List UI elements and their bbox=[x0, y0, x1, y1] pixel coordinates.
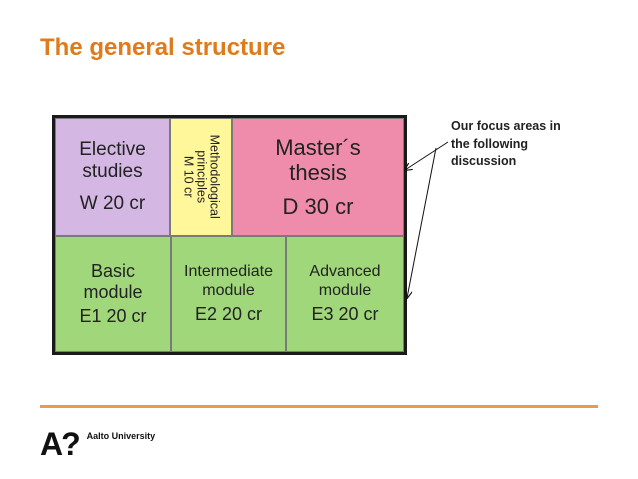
intermediate-module-block: Intermediate module E2 20 cr bbox=[171, 236, 286, 352]
advanced-label-line-2: module bbox=[318, 281, 372, 299]
intermediate-credits: E2 20 cr bbox=[194, 304, 263, 325]
arrow-to-advanced-module bbox=[407, 147, 437, 298]
aalto-logo-mark: A? bbox=[40, 426, 81, 462]
methodological-label-line-1: Methodological bbox=[207, 134, 222, 220]
advanced-credits: E3 20 cr bbox=[311, 304, 379, 325]
slide-title: The general structure bbox=[40, 34, 286, 61]
degree-structure-diagram: Elective studies W 20 cr Methodological … bbox=[52, 115, 407, 355]
aalto-logo: A? Aalto University bbox=[40, 428, 155, 460]
annotation-line-3: discussion bbox=[451, 154, 517, 168]
annotation-line-1: Our focus areas in bbox=[451, 119, 561, 133]
university-name: Aalto University bbox=[86, 431, 156, 441]
advanced-label-line-1: Advanced bbox=[309, 263, 381, 281]
focus-areas-annotation: Our focus areas in the following discuss… bbox=[451, 118, 601, 171]
thesis-label-line-2: thesis bbox=[289, 160, 347, 186]
footer-divider bbox=[40, 405, 598, 408]
thesis-credits: D 30 cr bbox=[282, 193, 354, 219]
elective-label-line-2: studies bbox=[82, 161, 143, 183]
arrow-to-thesis bbox=[405, 141, 449, 170]
intermediate-label-line-2: module bbox=[202, 281, 255, 299]
basic-credits: E1 20 cr bbox=[79, 306, 147, 327]
methodological-rotated-text: Methodological principles M 10 cr bbox=[181, 134, 222, 220]
basic-module-block: Basic module E1 20 cr bbox=[55, 236, 171, 352]
annotation-line-2: the following bbox=[451, 136, 529, 151]
masters-thesis-block: Master´s thesis D 30 cr bbox=[232, 118, 404, 236]
elective-credits: W 20 cr bbox=[79, 192, 146, 214]
elective-studies-block: Elective studies W 20 cr bbox=[55, 118, 170, 236]
elective-label-line-1: Elective bbox=[79, 139, 146, 161]
basic-label-line-2: module bbox=[83, 281, 143, 302]
methodological-principles-block: Methodological principles M 10 cr bbox=[170, 118, 232, 236]
basic-label-line-1: Basic bbox=[90, 260, 135, 281]
methodological-credits: M 10 cr bbox=[181, 156, 196, 198]
thesis-label-line-1: Master´s bbox=[275, 135, 361, 161]
intermediate-label-line-1: Intermediate bbox=[184, 263, 273, 281]
methodological-label-line-2: principles bbox=[194, 150, 209, 204]
advanced-module-block: Advanced module E3 20 cr bbox=[286, 236, 404, 352]
